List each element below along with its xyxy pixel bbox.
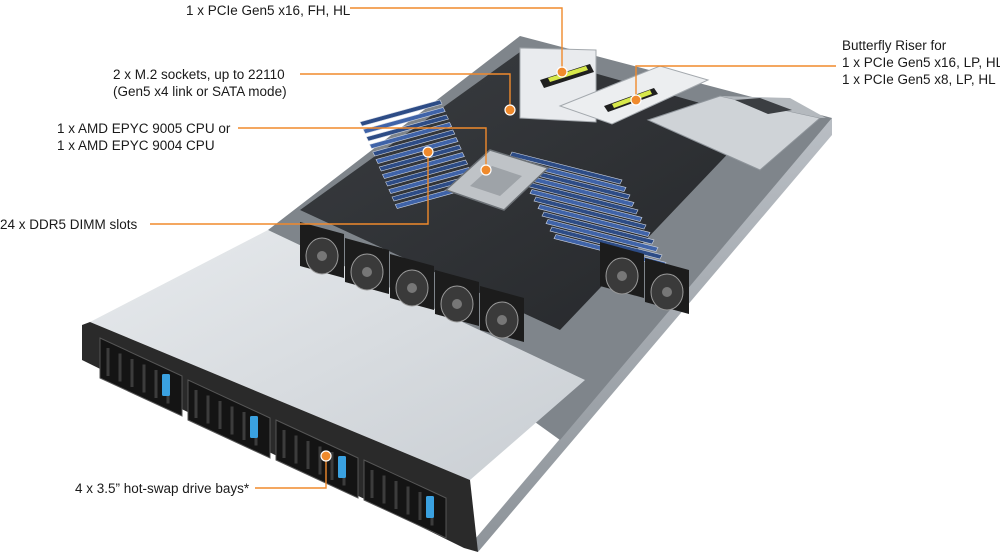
drive-latch xyxy=(338,456,346,478)
dimm-slot xyxy=(537,204,651,237)
dimm-slot xyxy=(381,152,465,179)
dimm-bank-left xyxy=(359,99,478,209)
fan-hub xyxy=(497,315,507,325)
dimm-slot xyxy=(533,196,647,230)
power-supplies xyxy=(646,95,826,171)
dimm-slot xyxy=(359,99,443,127)
fan-hub xyxy=(362,267,372,277)
fan-row xyxy=(300,222,689,342)
label-pcie-fh-line-1: 1 x PCIe Gen5 x16, FH, HL xyxy=(186,3,351,18)
callout-line xyxy=(350,7,563,72)
label-pcie-fh: 1 x PCIe Gen5 x16, FH, HL xyxy=(186,2,350,19)
label-riser-line-3: 1 x PCIe Gen5 x8, LP, HL xyxy=(842,72,996,87)
dimm-slot xyxy=(545,219,659,252)
dimm-slot xyxy=(529,189,643,222)
label-riser-line-2: 1 x PCIe Gen5 x16, LP, HL xyxy=(842,55,1000,70)
fan-hub xyxy=(662,287,672,297)
motherboard xyxy=(300,52,760,330)
label-cpu-line-2: 1 x AMD EPYC 9004 CPU xyxy=(57,138,215,153)
callout-line xyxy=(255,456,327,489)
label-butterfly-riser: Butterfly Riser for 1 x PCIe Gen5 x16, L… xyxy=(842,37,1000,88)
callout-dot xyxy=(320,450,332,462)
callout-line xyxy=(150,152,429,225)
callout-leaders xyxy=(150,7,836,489)
callout-line xyxy=(635,65,836,100)
fan-hub xyxy=(617,271,627,281)
fan-hub xyxy=(452,299,462,309)
drive-bays xyxy=(99,337,447,539)
label-drives-line-1: 4 x 3.5” hot-swap drive bays* xyxy=(75,481,250,496)
label-m2-line-2: (Gen5 x4 link or SATA mode) xyxy=(113,84,287,99)
callout-line xyxy=(238,127,487,170)
callout-dot xyxy=(556,66,568,78)
dimm-slot xyxy=(385,159,469,187)
chassis-side-wall xyxy=(470,118,832,552)
drive-latch xyxy=(162,374,170,396)
callout-dot xyxy=(422,146,434,158)
dimm-slot xyxy=(541,211,655,245)
dimm-slot xyxy=(362,107,446,134)
fan-hub xyxy=(407,283,417,293)
label-m2-sockets: 2 x M.2 sockets, up to 22110 (Gen5 x4 li… xyxy=(113,66,287,100)
callout-dot xyxy=(504,104,516,116)
label-cpu: 1 x AMD EPYC 9005 CPU or 1 x AMD EPYC 90… xyxy=(57,120,230,154)
label-riser-line-1: Butterfly Riser for xyxy=(842,38,947,53)
label-dimm-slots: 24 x DDR5 DIMM slots xyxy=(0,216,137,233)
label-drive-bays: 4 x 3.5” hot-swap drive bays* xyxy=(75,480,249,497)
cpu-socket xyxy=(444,149,550,211)
label-cpu-line-1: 1 x AMD EPYC 9005 CPU or xyxy=(57,121,231,136)
label-m2-line-1: 2 x M.2 sockets, up to 22110 xyxy=(113,67,285,82)
drive-latch xyxy=(426,496,434,518)
callout-dot xyxy=(630,94,642,106)
dimm-slot xyxy=(369,122,453,149)
callout-line xyxy=(300,73,511,110)
dimm-slot xyxy=(372,129,456,157)
dimm-slot xyxy=(509,151,623,185)
fan-hub xyxy=(317,251,327,261)
drive-latch xyxy=(250,416,258,438)
dimm-slot xyxy=(375,137,459,164)
label-dimm-line-1: 24 x DDR5 DIMM slots xyxy=(0,217,138,232)
top-cover xyxy=(90,230,585,480)
callout-dot xyxy=(480,164,492,176)
dimm-slot xyxy=(549,226,663,260)
